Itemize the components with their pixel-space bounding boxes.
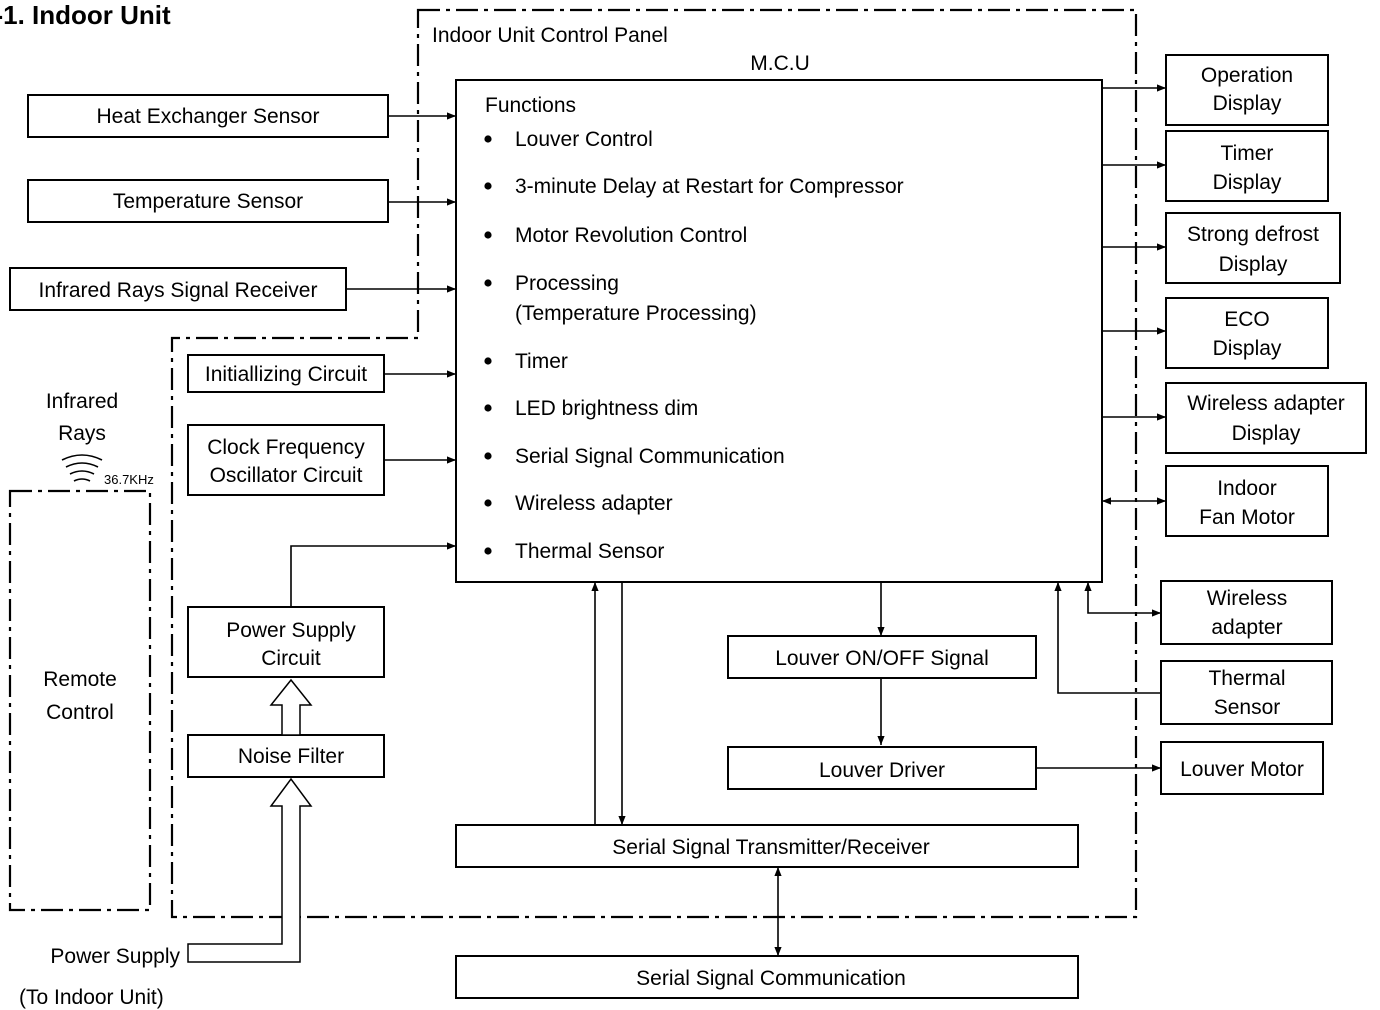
power-supply-label: Power Supply bbox=[50, 945, 180, 968]
clock-oscillator-label-line2: Oscillator Circuit bbox=[210, 464, 363, 487]
mcu-block bbox=[455, 79, 1103, 583]
power-supply-to-mcu-arrow bbox=[290, 542, 456, 607]
thermal-sensor-arrow bbox=[1054, 582, 1161, 694]
thermal-sensor-label-line2: Sensor bbox=[1214, 696, 1281, 719]
louver-signal-label: Louver ON/OFF Signal bbox=[775, 647, 989, 670]
control-panel-label: Indoor Unit Control Panel bbox=[432, 24, 668, 47]
serial-transceiver-box bbox=[455, 824, 1079, 868]
function-bullet bbox=[484, 499, 492, 507]
function-item: Thermal Sensor bbox=[515, 540, 664, 563]
function-item: Louver Control bbox=[515, 128, 653, 151]
functions-list: Louver Control 3-minute Delay at Restart … bbox=[484, 128, 904, 563]
timer-display-box bbox=[1165, 130, 1329, 202]
function-bullet bbox=[484, 279, 492, 287]
wireless-adapter-box bbox=[1160, 580, 1333, 645]
initializing-circuit-box bbox=[187, 354, 385, 393]
eco-display-box bbox=[1165, 297, 1329, 369]
indoor-fan-motor-label-line2: Fan Motor bbox=[1199, 506, 1295, 529]
wireless-adapter-label-line2: adapter bbox=[1211, 616, 1282, 639]
infrared-label-line2: Rays bbox=[58, 422, 106, 445]
power-supply-circuit-box bbox=[187, 606, 385, 678]
eco-display-label-line2: Display bbox=[1213, 337, 1282, 360]
remote-control-label-line1: Remote bbox=[43, 668, 117, 691]
power-supply-circuit-label-line1: Power Supply bbox=[226, 619, 356, 642]
function-item: LED brightness dim bbox=[515, 397, 698, 420]
louver-signal-box bbox=[727, 635, 1037, 679]
function-bullet bbox=[484, 135, 492, 143]
function-item: 3-minute Delay at Restart for Compressor bbox=[515, 175, 904, 198]
indoor-fan-motor-label-line1: Indoor bbox=[1217, 477, 1277, 500]
remote-control-label-line2: Control bbox=[46, 701, 114, 724]
functions-heading: Functions bbox=[485, 94, 576, 117]
timer-display-label-line2: Display bbox=[1213, 171, 1282, 194]
function-bullet bbox=[484, 404, 492, 412]
wireless-adapter-display-label-line2: Display bbox=[1232, 422, 1301, 445]
strong-defrost-display-box bbox=[1165, 212, 1341, 284]
operation-display-box bbox=[1165, 54, 1329, 126]
noise-to-power-hollow-arrow bbox=[269, 678, 313, 736]
operation-display-label-line2: Display bbox=[1213, 92, 1282, 115]
temperature-sensor-label: Temperature Sensor bbox=[113, 190, 303, 213]
wireless-adapter-label-line1: Wireless bbox=[1207, 587, 1288, 610]
noise-filter-label: Noise Filter bbox=[238, 745, 344, 768]
serial-communication-box bbox=[455, 955, 1079, 999]
timer-display-label-line1: Timer bbox=[1221, 142, 1274, 165]
function-bullet bbox=[484, 231, 492, 239]
thermal-sensor-label-line1: Thermal bbox=[1208, 667, 1285, 690]
clock-oscillator-box bbox=[187, 424, 385, 496]
function-bullet bbox=[484, 182, 492, 190]
noise-filter-box bbox=[187, 734, 385, 778]
strong-defrost-display-label-line2: Display bbox=[1219, 253, 1288, 276]
function-bullet bbox=[484, 547, 492, 555]
supply-to-noise-hollow-arrow bbox=[187, 777, 313, 963]
wireless-adapter-display-label-line1: Wireless adapter bbox=[1187, 392, 1345, 415]
louver-motor-box bbox=[1160, 741, 1324, 795]
infrared-frequency: 36.7KHz bbox=[104, 472, 154, 487]
serial-transceiver-label: Serial Signal Transmitter/Receiver bbox=[612, 836, 929, 859]
mcu-label: M.C.U bbox=[750, 52, 810, 75]
louver-motor-label: Louver Motor bbox=[1180, 758, 1304, 781]
control-panel-boundary bbox=[170, 8, 1138, 919]
power-supply-note: (To Indoor Unit) bbox=[19, 986, 164, 1009]
eco-display-label-line1: ECO bbox=[1224, 308, 1270, 331]
strong-defrost-display-label-line1: Strong defrost bbox=[1187, 223, 1319, 246]
diagram-title: 6-1. Indoor Unit bbox=[0, 0, 171, 30]
louver-driver-label: Louver Driver bbox=[819, 759, 945, 782]
function-bullet bbox=[484, 452, 492, 460]
operation-display-label-line1: Operation bbox=[1201, 64, 1293, 87]
clock-oscillator-label-line1: Clock Frequency bbox=[207, 436, 365, 459]
infrared-receiver-label: Infrared Rays Signal Receiver bbox=[39, 279, 318, 302]
infrared-receiver-box bbox=[9, 267, 347, 311]
temperature-sensor-box bbox=[27, 179, 389, 223]
function-item: Wireless adapter bbox=[515, 492, 673, 515]
function-bullet bbox=[484, 357, 492, 365]
function-item: Processing bbox=[515, 272, 619, 295]
function-item: Serial Signal Communication bbox=[515, 445, 785, 468]
heat-exchanger-sensor-label: Heat Exchanger Sensor bbox=[97, 105, 320, 128]
function-item: (Temperature Processing) bbox=[515, 302, 757, 325]
infrared-label-line1: Infrared bbox=[46, 390, 118, 413]
function-item: Motor Revolution Control bbox=[515, 224, 747, 247]
remote-control-boundary bbox=[8, 489, 152, 912]
indoor-fan-motor-box bbox=[1165, 465, 1329, 537]
wireless-adapter-arrow bbox=[1084, 582, 1161, 617]
serial-communication-label: Serial Signal Communication bbox=[636, 967, 906, 990]
function-item: Timer bbox=[515, 350, 568, 373]
power-supply-circuit-label-line2: Circuit bbox=[261, 647, 321, 670]
wireless-adapter-display-box bbox=[1165, 382, 1367, 454]
initializing-circuit-label: Initiallizing Circuit bbox=[205, 363, 367, 386]
infrared-waves-icon bbox=[61, 454, 103, 482]
